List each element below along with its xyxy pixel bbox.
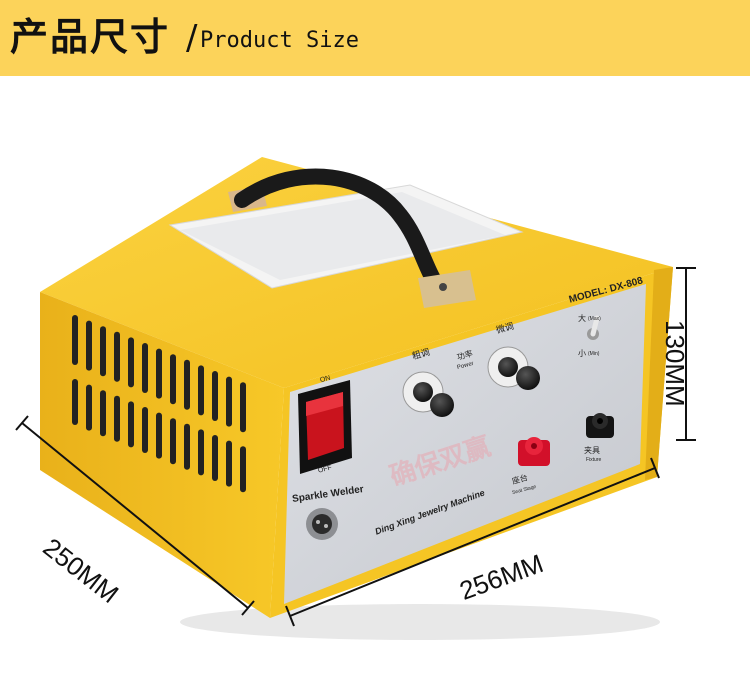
header-banner: 产品尺寸 / Product Size — [0, 0, 750, 76]
min-label-en: (Min) — [588, 351, 600, 357]
fine-adjust-knob[interactable] — [487, 346, 540, 390]
side-vents — [72, 315, 246, 493]
red-terminal[interactable] — [518, 437, 550, 466]
case-right-edge — [645, 267, 673, 480]
manual-paper — [180, 192, 505, 280]
case-top — [40, 157, 673, 388]
title-separator: / — [186, 18, 198, 58]
title-english: Product Size — [200, 28, 359, 53]
black-terminal[interactable] — [586, 413, 614, 438]
floor-shadow — [180, 604, 660, 640]
max-label-cn: 大 — [578, 314, 586, 323]
height-dimension-label: 130MM — [660, 320, 690, 407]
power-rocker-switch[interactable] — [298, 380, 352, 474]
front-panel — [284, 284, 646, 604]
title-chinese: 产品尺寸 — [10, 15, 171, 59]
max-label-en: (Max) — [588, 316, 601, 322]
coarse-adjust-knob[interactable] — [402, 371, 454, 417]
min-label-cn: 小 — [578, 349, 586, 358]
height-dimension-line — [676, 267, 696, 441]
fixture-label-cn: 夹具 — [584, 446, 600, 455]
power-level-toggle[interactable] — [587, 315, 600, 340]
handpiece-socket[interactable] — [306, 508, 338, 540]
width-dimension-line — [285, 457, 660, 627]
fixture-label-en: Fixture — [586, 457, 602, 463]
carry-handle — [228, 168, 476, 308]
depth-dimension-line — [15, 415, 255, 616]
